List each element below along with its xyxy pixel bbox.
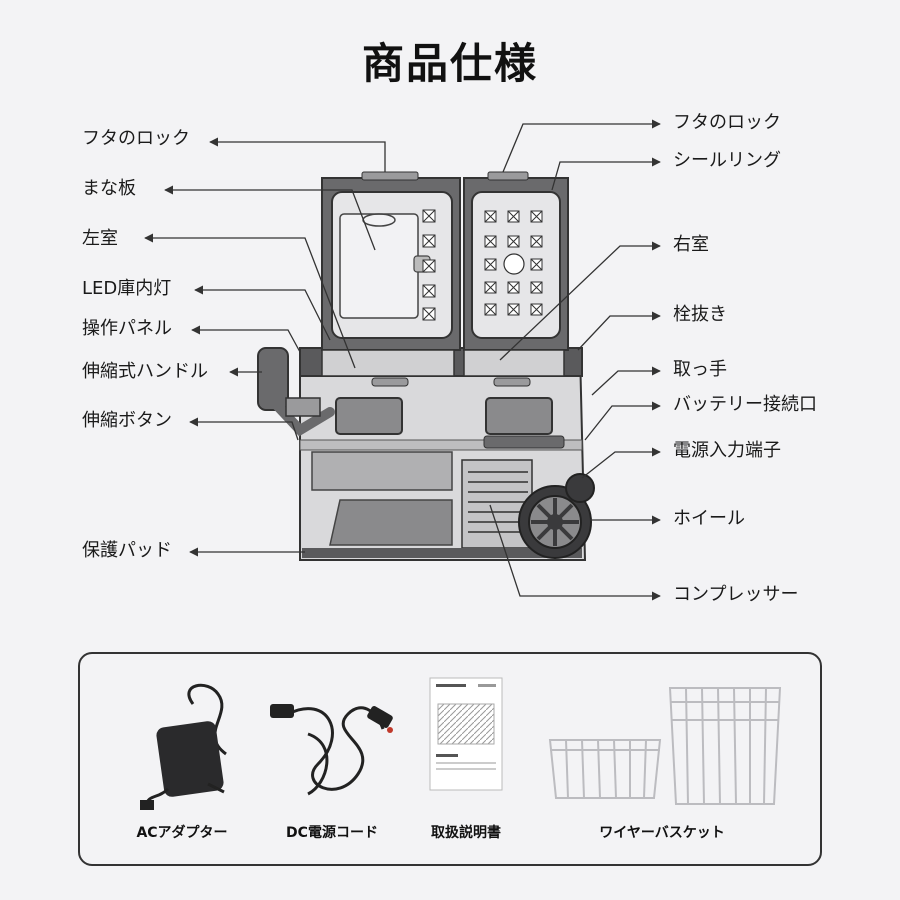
callout-cutting-board: まな板 xyxy=(82,178,136,199)
callout-wheel: ホイール xyxy=(673,508,745,529)
callout-drain-plug: 栓抜き xyxy=(673,304,727,325)
accessory-label-dc-cord: DC電源コード xyxy=(286,825,378,841)
wheel-graphic xyxy=(518,473,595,559)
page-title: 商品仕様 xyxy=(361,39,538,88)
leader-lines-left xyxy=(144,137,386,557)
accessories-panel: ACアダプター DC電源コード 取扱説明書 xyxy=(78,652,822,866)
callout-telescopic-handle: 伸縮式ハンドル xyxy=(82,361,208,382)
cooler-body xyxy=(299,347,587,561)
right-lid xyxy=(463,171,569,351)
callout-lid-lock-right: フタのロック xyxy=(673,112,781,133)
callout-protective-pad: 保護パッド xyxy=(82,540,172,561)
accessory-label-ac-adapter: ACアダプター xyxy=(136,825,228,841)
left-lid xyxy=(321,171,461,351)
callout-seal-ring: シールリング xyxy=(673,150,781,171)
callout-grip: 取っ手 xyxy=(673,359,727,380)
callout-battery-port: バッテリー接続口 xyxy=(673,394,817,415)
callout-led-light: LED庫内灯 xyxy=(82,278,172,299)
ac-adapter-icon xyxy=(140,683,227,810)
dc-cord-icon xyxy=(270,704,393,796)
callout-telescopic-button: 伸縮ボタン xyxy=(82,410,172,431)
callout-power-input: 電源入力端子 xyxy=(673,440,781,461)
callout-right-compartment: 右室 xyxy=(673,234,709,255)
callout-lid-lock-left: フタのロック xyxy=(82,128,190,149)
callout-compressor: コンプレッサー xyxy=(673,584,799,605)
callout-left-compartment: 左室 xyxy=(82,228,118,249)
manual-icon xyxy=(429,677,503,791)
accessory-label-manual: 取扱説明書 xyxy=(431,825,501,841)
leader-lines-right xyxy=(489,119,661,601)
callout-control-panel: 操作パネル xyxy=(82,318,172,339)
wire-basket-icon xyxy=(548,687,782,805)
compressor-grille xyxy=(461,459,533,549)
product-diagram xyxy=(144,119,661,601)
accessory-label-wire-basket: ワイヤーバスケット xyxy=(599,825,725,841)
telescopic-handle-graphic xyxy=(257,347,335,437)
